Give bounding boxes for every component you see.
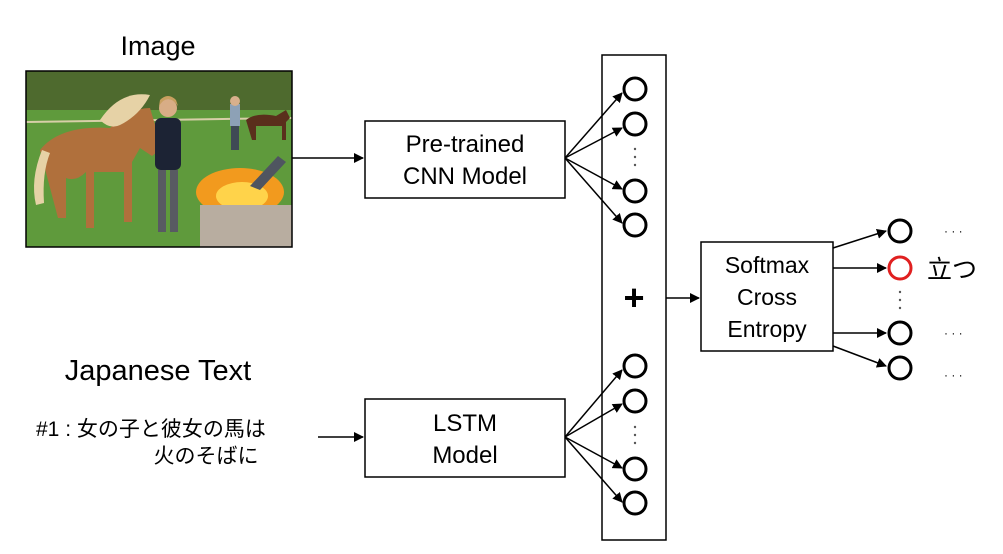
- photo-horse-tail: [34, 150, 50, 205]
- output-node: [887, 355, 913, 381]
- cnn-box-line-2: CNN Model: [403, 163, 527, 190]
- image-feature-node: [622, 212, 648, 238]
- text-feature-vertical-ellipsis: [633, 425, 637, 445]
- image-feature-node: [622, 76, 648, 102]
- softmax-output-arrows: [832, 228, 887, 368]
- concat-plus-symbol: +: [623, 277, 644, 318]
- text-section-title: Japanese Text: [65, 355, 252, 387]
- photo-horse-mane: [100, 94, 150, 127]
- softmax-box-line-1: Softmax: [725, 252, 810, 278]
- lstm-box-line-1: LSTM: [433, 410, 497, 437]
- softmax-box-line-3: Entropy: [727, 316, 807, 342]
- photo-background-horse: [246, 110, 290, 140]
- softmax-box-line-2: Cross: [737, 284, 797, 310]
- text-feature-node: [622, 490, 648, 516]
- photo-girl-body: [155, 118, 181, 170]
- photo-frame: [25, 70, 293, 248]
- output-label-ellipsis: · · ·: [944, 224, 963, 238]
- lstm-model-box: [364, 398, 566, 478]
- photo-horse: [40, 108, 162, 228]
- text-feature-node: [622, 388, 648, 414]
- output-label-ellipsis: · · ·: [944, 326, 963, 340]
- input-photo: [26, 71, 292, 247]
- cnn-model-box: [364, 120, 566, 199]
- cnn-fanout-arrows: [564, 92, 623, 224]
- output-vertical-ellipsis: [898, 290, 902, 310]
- text-feature-node: [622, 456, 648, 482]
- image-feature-node: [622, 111, 648, 137]
- softmax-box: [700, 241, 834, 352]
- image-feature-nodes: [622, 76, 648, 238]
- photo-girl-head: [159, 99, 177, 117]
- photo-background-person: [230, 104, 240, 126]
- photo-smoke: [250, 156, 286, 190]
- caption-line-2: 火のそばに: [154, 445, 259, 468]
- image-feature-node: [622, 178, 648, 204]
- text-feature-nodes: [622, 353, 648, 516]
- photo-girl-hair: [159, 96, 178, 106]
- output-node: [887, 320, 913, 346]
- text-feature-node: [622, 353, 648, 379]
- cnn-box-line-1: Pre-trained: [406, 131, 525, 158]
- photo-trees: [26, 71, 292, 111]
- caption-line-1: #1 : 女の子と彼女の馬は: [36, 418, 266, 441]
- output-node-highlighted: [887, 255, 913, 281]
- image-title: Image: [120, 31, 195, 61]
- photo-drum: [200, 205, 292, 247]
- output-label-highlighted-word: 立つ: [927, 256, 977, 284]
- image-feature-vertical-ellipsis: [633, 147, 637, 167]
- lstm-box-line-2: Model: [432, 442, 497, 469]
- output-node: [887, 218, 913, 244]
- lstm-fanout-arrows: [564, 369, 623, 503]
- output-label-ellipsis: · · ·: [944, 368, 963, 382]
